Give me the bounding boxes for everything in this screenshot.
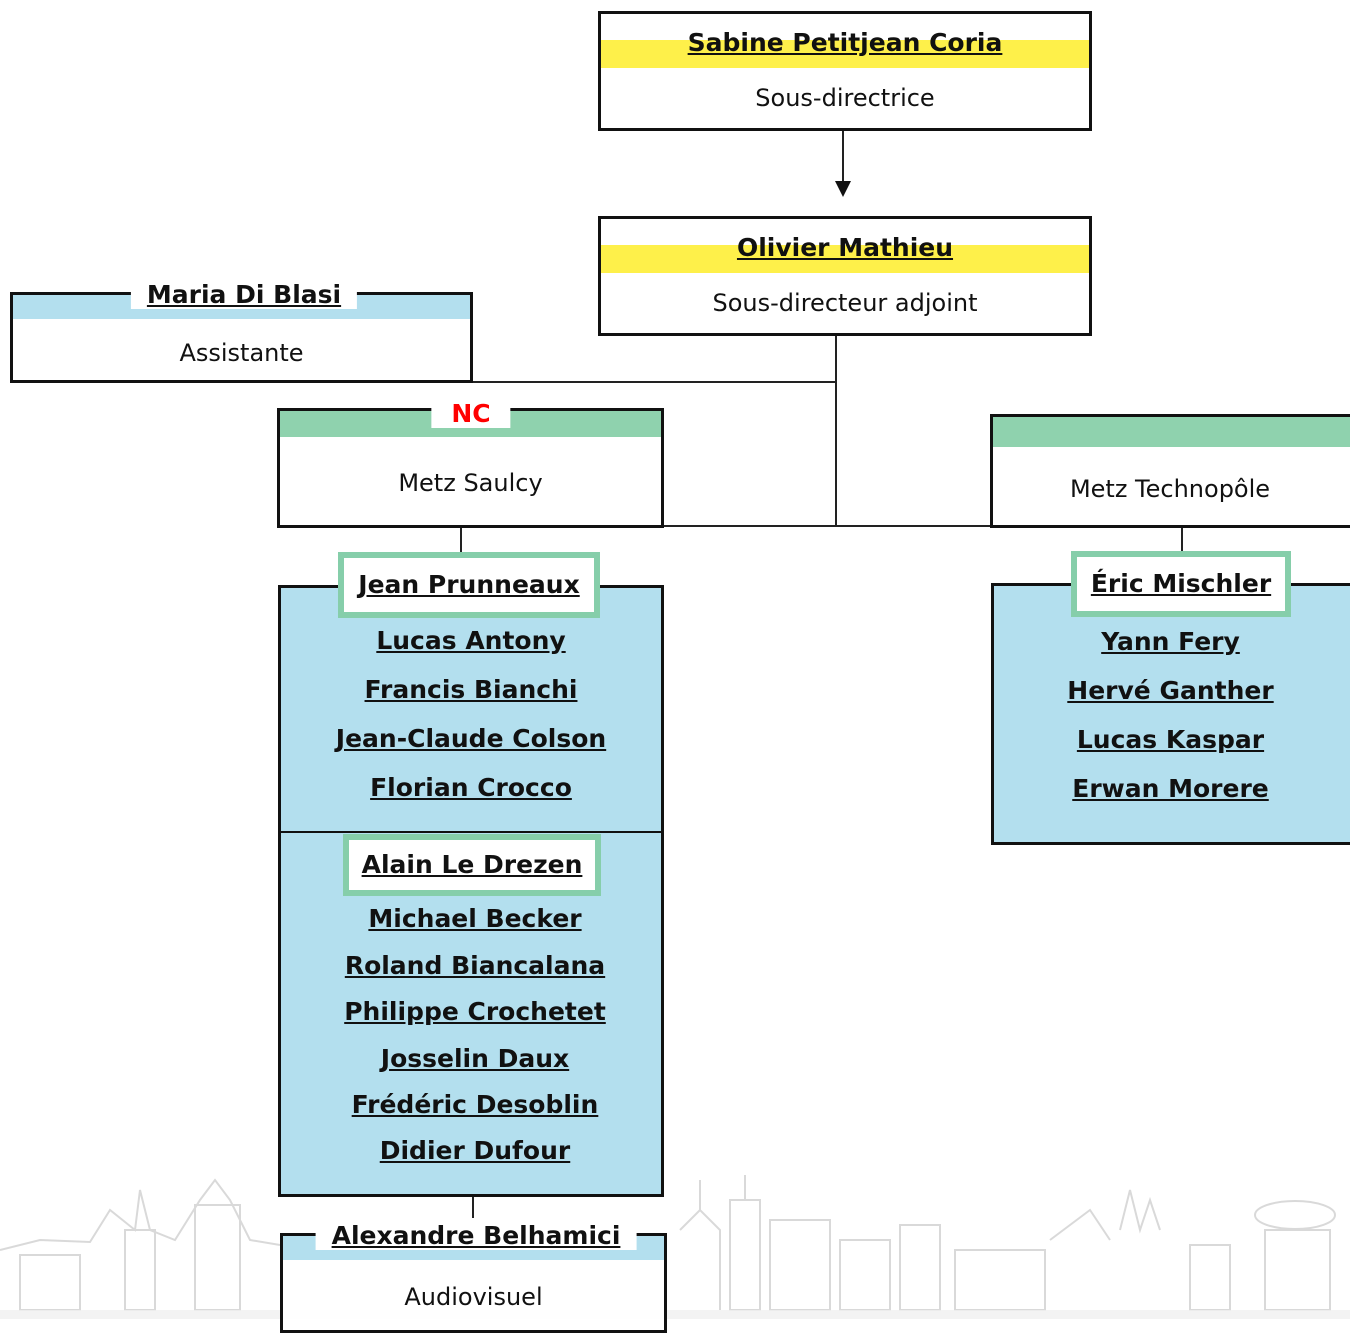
audiovisuel-name[interactable]: Alexandre Belhamici	[315, 1221, 637, 1250]
team-member[interactable]: Josselin Daux	[380, 1044, 570, 1073]
site-technopole-band	[993, 417, 1350, 447]
saulcy-team-2-lead[interactable]: Alain Le Drezen	[343, 834, 601, 896]
saulcy-team-1-lead[interactable]: Jean Prunneaux	[338, 552, 600, 618]
team-member[interactable]: Jean-Claude Colson	[335, 724, 607, 753]
deputy-card: Olivier Mathieu Sous-directeur adjoint	[598, 216, 1092, 336]
site-saulcy-label: Metz Saulcy	[398, 469, 543, 497]
audiovisuel-card: Alexandre Belhamici Audiovisuel	[280, 1221, 667, 1333]
team-member[interactable]: Lucas Kaspar	[1076, 725, 1265, 754]
technopole-team-panel: Yann Fery Hervé Ganther Lucas Kaspar Erw…	[991, 583, 1350, 845]
assistant-card: Maria Di Blasi Assistante	[10, 280, 473, 383]
connector-saulcy-team	[460, 528, 462, 553]
team-member[interactable]: Roland Biancalana	[344, 951, 606, 980]
team-member[interactable]: Yann Fery	[1101, 627, 1240, 656]
team-member[interactable]: Michael Becker	[368, 904, 582, 933]
site-technopole-card: Metz Technopôle	[990, 414, 1350, 528]
technopole-team-lead[interactable]: Éric Mischler	[1071, 551, 1291, 617]
site-saulcy-head: NC	[431, 399, 511, 428]
connector-deputy-down	[835, 336, 837, 526]
connector-director-deputy	[842, 130, 844, 185]
director-card: Sabine Petitjean Coria Sous-directrice	[598, 11, 1092, 131]
team-member[interactable]: Hervé Ganther	[1067, 676, 1274, 705]
assistant-name[interactable]: Maria Di Blasi	[130, 280, 358, 309]
team-member[interactable]: Erwan Morere	[1072, 774, 1269, 803]
director-highlight-band	[601, 40, 1089, 68]
assistant-role: Assistante	[179, 339, 304, 367]
deputy-name[interactable]: Olivier Mathieu	[736, 233, 954, 262]
director-name[interactable]: Sabine Petitjean Coria	[687, 28, 1003, 57]
site-technopole-label: Metz Technopôle	[1069, 475, 1271, 503]
connector-technopole-team	[1181, 528, 1183, 552]
team-member[interactable]: Didier Dufour	[379, 1136, 571, 1165]
city-skyline-illustration	[0, 1175, 1350, 1319]
team-member[interactable]: Francis Bianchi	[364, 675, 578, 704]
deputy-role: Sous-directeur adjoint	[712, 289, 978, 317]
team-member[interactable]: Frédéric Desoblin	[351, 1090, 599, 1119]
connector-assistant	[470, 381, 836, 383]
site-saulcy-card: NC Metz Saulcy	[277, 399, 664, 528]
team-member[interactable]: Florian Crocco	[370, 773, 572, 802]
team-member[interactable]: Lucas Antony	[376, 626, 566, 655]
arrow-down-icon	[835, 181, 851, 197]
deputy-highlight-band	[601, 245, 1089, 273]
connector-team-audiovisuel	[472, 1196, 474, 1218]
team-member[interactable]: Philippe Crochetet	[344, 997, 606, 1026]
director-role: Sous-directrice	[755, 84, 935, 112]
audiovisuel-role: Audiovisuel	[404, 1283, 543, 1311]
team-divider	[281, 831, 661, 833]
